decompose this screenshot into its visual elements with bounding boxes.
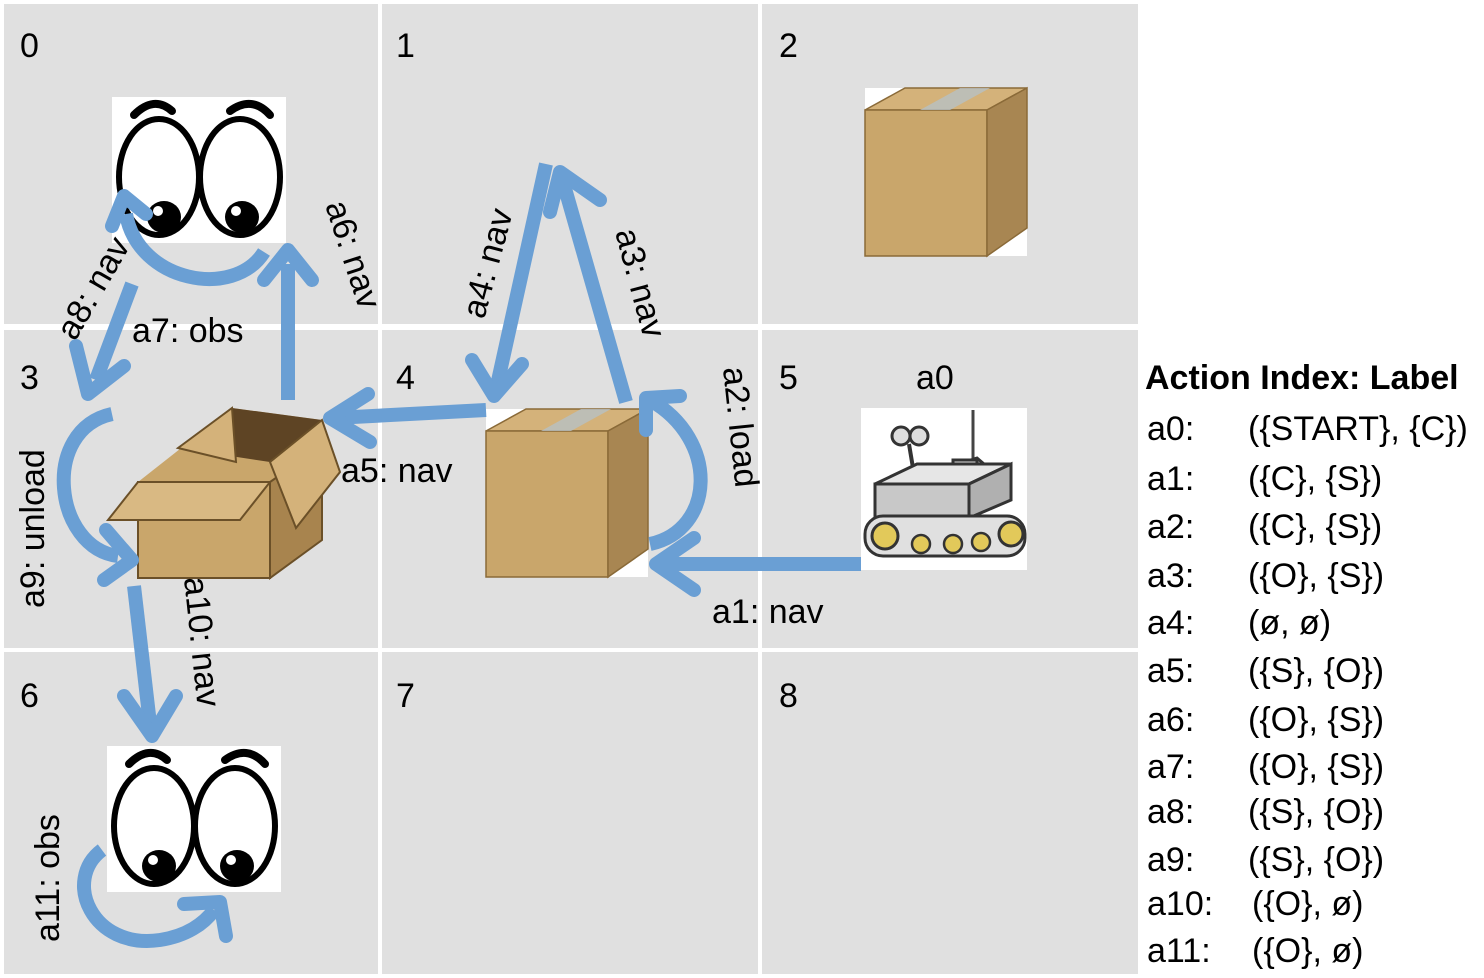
legend-index: a4: bbox=[1147, 604, 1194, 642]
cell-number-8: 8 bbox=[779, 677, 798, 715]
legend-label: ({O}, {S}) bbox=[1248, 557, 1384, 595]
arrow-a6 bbox=[257, 243, 319, 400]
cell-number-6: 6 bbox=[20, 677, 39, 715]
legend-label: ({S}, {O}) bbox=[1248, 652, 1384, 690]
cell-number-2: 2 bbox=[779, 27, 798, 65]
legend-label: ({C}, {S}) bbox=[1248, 460, 1382, 498]
legend-index: a9: bbox=[1147, 841, 1194, 879]
edge-label-a9: a9: unload bbox=[14, 449, 52, 608]
legend-label: ({O}, ø) bbox=[1252, 885, 1363, 923]
arrow-a11 bbox=[77, 844, 233, 948]
grid-cell-7 bbox=[382, 652, 758, 974]
arrow-a7 bbox=[105, 189, 270, 286]
legend-index: a7: bbox=[1147, 748, 1194, 786]
arrow-a3 bbox=[543, 165, 633, 404]
legend-label: ({S}, {O}) bbox=[1248, 793, 1384, 831]
legend: Action Index: Label a0: ({START}, {C}) a… bbox=[1145, 359, 1468, 970]
legend-label: ({S}, {O}) bbox=[1248, 841, 1384, 879]
cell-number-3: 3 bbox=[20, 359, 39, 397]
edge-label-a5: a5: nav bbox=[341, 452, 453, 490]
legend-label: (ø, ø) bbox=[1248, 604, 1331, 642]
arrow-a5 bbox=[323, 387, 487, 449]
legend-index: a2: bbox=[1147, 508, 1194, 546]
arrow-a9 bbox=[56, 407, 139, 587]
legend-label: ({O}, {S}) bbox=[1248, 748, 1384, 786]
legend-label: ({START}, {C}) bbox=[1248, 410, 1468, 448]
edge-label-a0: a0 bbox=[916, 359, 954, 397]
legend-index: a6: bbox=[1147, 701, 1194, 739]
cell-number-4: 4 bbox=[396, 359, 415, 397]
cell-number-0: 0 bbox=[20, 27, 39, 65]
cell-number-7: 7 bbox=[396, 677, 415, 715]
legend-index: a10: bbox=[1147, 885, 1213, 923]
legend-index: a8: bbox=[1147, 793, 1194, 831]
grid-cell-8 bbox=[762, 652, 1138, 974]
edge-label-a7: a7: obs bbox=[132, 312, 244, 350]
robot-icon bbox=[859, 406, 1029, 572]
legend-title: Action Index: Label bbox=[1145, 359, 1459, 397]
arrow-a1 bbox=[649, 531, 861, 597]
closed-box-icon bbox=[864, 87, 1028, 257]
arrow-a8 bbox=[69, 281, 139, 401]
eyes-icon bbox=[112, 97, 286, 243]
eyes-icon bbox=[107, 746, 281, 892]
arrow-a2 bbox=[639, 389, 708, 551]
legend-label: ({C}, {S}) bbox=[1248, 508, 1382, 546]
legend-index: a3: bbox=[1147, 557, 1194, 595]
cell-number-5: 5 bbox=[779, 359, 798, 397]
grid-cell-1 bbox=[382, 4, 758, 324]
legend-label: ({O}, ø) bbox=[1252, 932, 1363, 970]
cell-number-1: 1 bbox=[396, 27, 415, 65]
arrow-a10 bbox=[117, 585, 183, 743]
legend-index: a11: bbox=[1147, 932, 1211, 970]
open-box-icon bbox=[105, 406, 342, 580]
legend-index: a1: bbox=[1147, 460, 1194, 498]
legend-label: ({O}, {S}) bbox=[1248, 701, 1384, 739]
edge-label-a11: a11: obs bbox=[29, 814, 67, 942]
arrow-a4 bbox=[465, 162, 553, 403]
edge-label-a1: a1: nav bbox=[712, 593, 824, 631]
closed-box-icon bbox=[485, 408, 649, 578]
legend-index: a5: bbox=[1147, 652, 1194, 690]
legend-index: a0: bbox=[1147, 410, 1194, 448]
